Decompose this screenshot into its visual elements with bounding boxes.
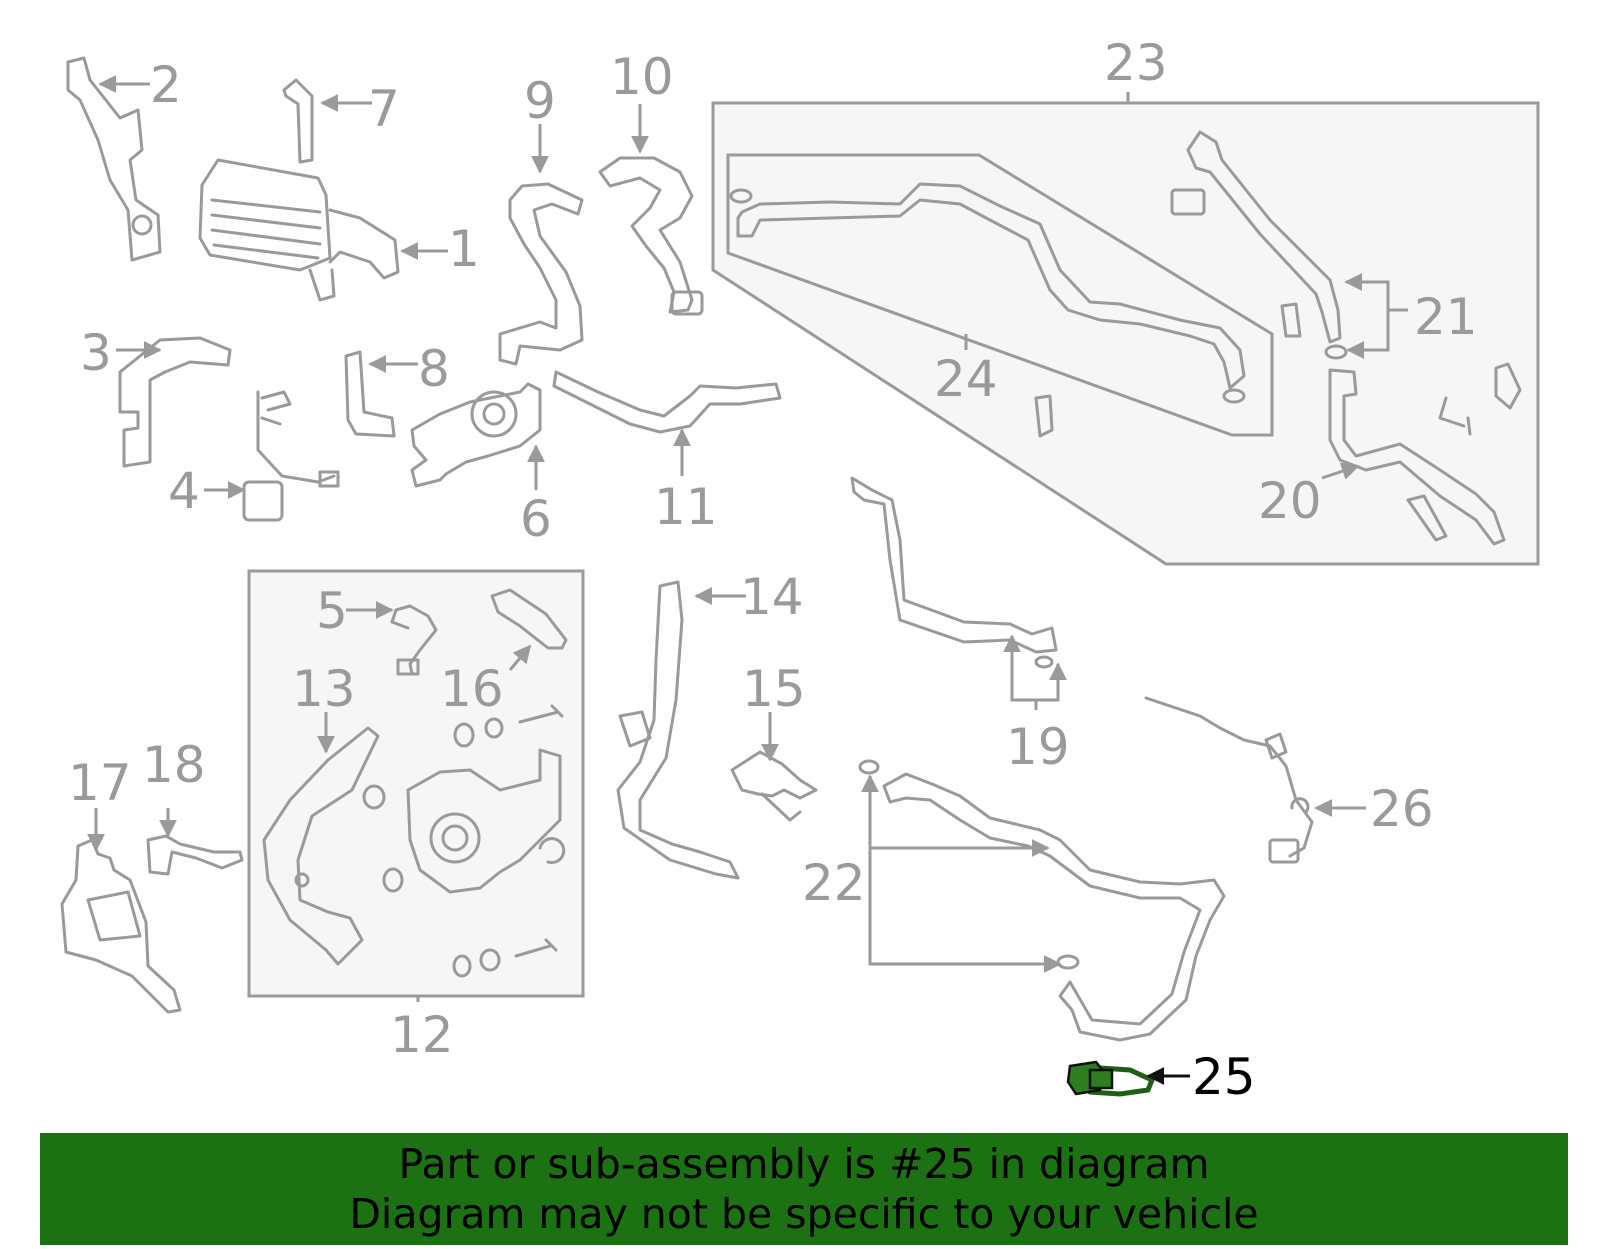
callout-2: 2 bbox=[150, 56, 182, 114]
banner-line-1: Part or sub-assembly is #25 in diagram bbox=[398, 1140, 1210, 1188]
leader-lines bbox=[87, 75, 1408, 1085]
part-15-bracket bbox=[730, 750, 818, 800]
part-6-pump bbox=[410, 382, 542, 488]
callout-19: 19 bbox=[1006, 718, 1070, 776]
callout-8: 8 bbox=[418, 340, 450, 398]
banner-line-2: Diagram may not be specific to your vehi… bbox=[349, 1190, 1259, 1238]
callout-6: 6 bbox=[520, 490, 552, 548]
part-14-bracket bbox=[616, 580, 740, 880]
callout-11: 11 bbox=[654, 478, 718, 536]
callout-13: 13 bbox=[292, 660, 356, 718]
part-13-bracket bbox=[262, 726, 380, 966]
callout-numbers: 1 2 3 4 5 6 7 8 9 10 11 12 13 14 15 16 1… bbox=[68, 34, 1478, 1106]
part-20-pipe bbox=[1328, 368, 1506, 546]
part-18-bracket bbox=[146, 834, 244, 876]
part-8-hose bbox=[344, 350, 396, 438]
part-25-highlighted bbox=[1066, 1060, 1156, 1097]
part-12-pump-assy bbox=[406, 748, 562, 894]
callout-18: 18 bbox=[142, 736, 206, 794]
part-22-pipe bbox=[882, 772, 1226, 1042]
part-21-pipe bbox=[1186, 130, 1342, 344]
part-7-hose bbox=[282, 78, 314, 164]
callout-9: 9 bbox=[524, 72, 556, 130]
callout-5: 5 bbox=[316, 582, 348, 640]
callout-10: 10 bbox=[610, 48, 674, 106]
callout-3: 3 bbox=[80, 324, 112, 382]
part-16-gasket bbox=[490, 588, 568, 650]
callout-16: 16 bbox=[440, 660, 504, 718]
callout-24: 24 bbox=[934, 350, 998, 408]
part-5-connector bbox=[390, 604, 438, 676]
callout-21: 21 bbox=[1414, 288, 1478, 346]
group-box-24 bbox=[726, 153, 1274, 437]
part-19-pipe bbox=[850, 476, 1058, 654]
part-4-harness bbox=[256, 390, 336, 484]
callout-7: 7 bbox=[368, 80, 400, 138]
part-24-pipe bbox=[736, 182, 1246, 390]
part-17-heat-shield bbox=[60, 838, 182, 1014]
callout-20: 20 bbox=[1258, 472, 1322, 530]
callout-25-highlighted: 25 bbox=[1192, 1048, 1256, 1106]
callout-23: 23 bbox=[1104, 34, 1168, 92]
callout-15: 15 bbox=[742, 660, 806, 718]
part-1-oil-cooler bbox=[198, 158, 332, 272]
part-26-sensor bbox=[1144, 696, 1314, 858]
info-banner: Part or sub-assembly is #25 in diagram D… bbox=[40, 1133, 1568, 1245]
part-2-bracket bbox=[66, 56, 162, 262]
callout-4: 4 bbox=[168, 462, 200, 520]
callout-1: 1 bbox=[448, 220, 480, 278]
part-3-bracket bbox=[118, 336, 232, 468]
callout-17: 17 bbox=[68, 754, 132, 812]
part-9-hose bbox=[498, 182, 584, 366]
part-11-hose bbox=[552, 370, 782, 434]
callout-12: 12 bbox=[390, 1006, 454, 1064]
part-10-hose bbox=[598, 156, 694, 314]
callout-26: 26 bbox=[1370, 780, 1434, 838]
callout-22: 22 bbox=[802, 854, 866, 912]
callout-14: 14 bbox=[740, 568, 804, 626]
